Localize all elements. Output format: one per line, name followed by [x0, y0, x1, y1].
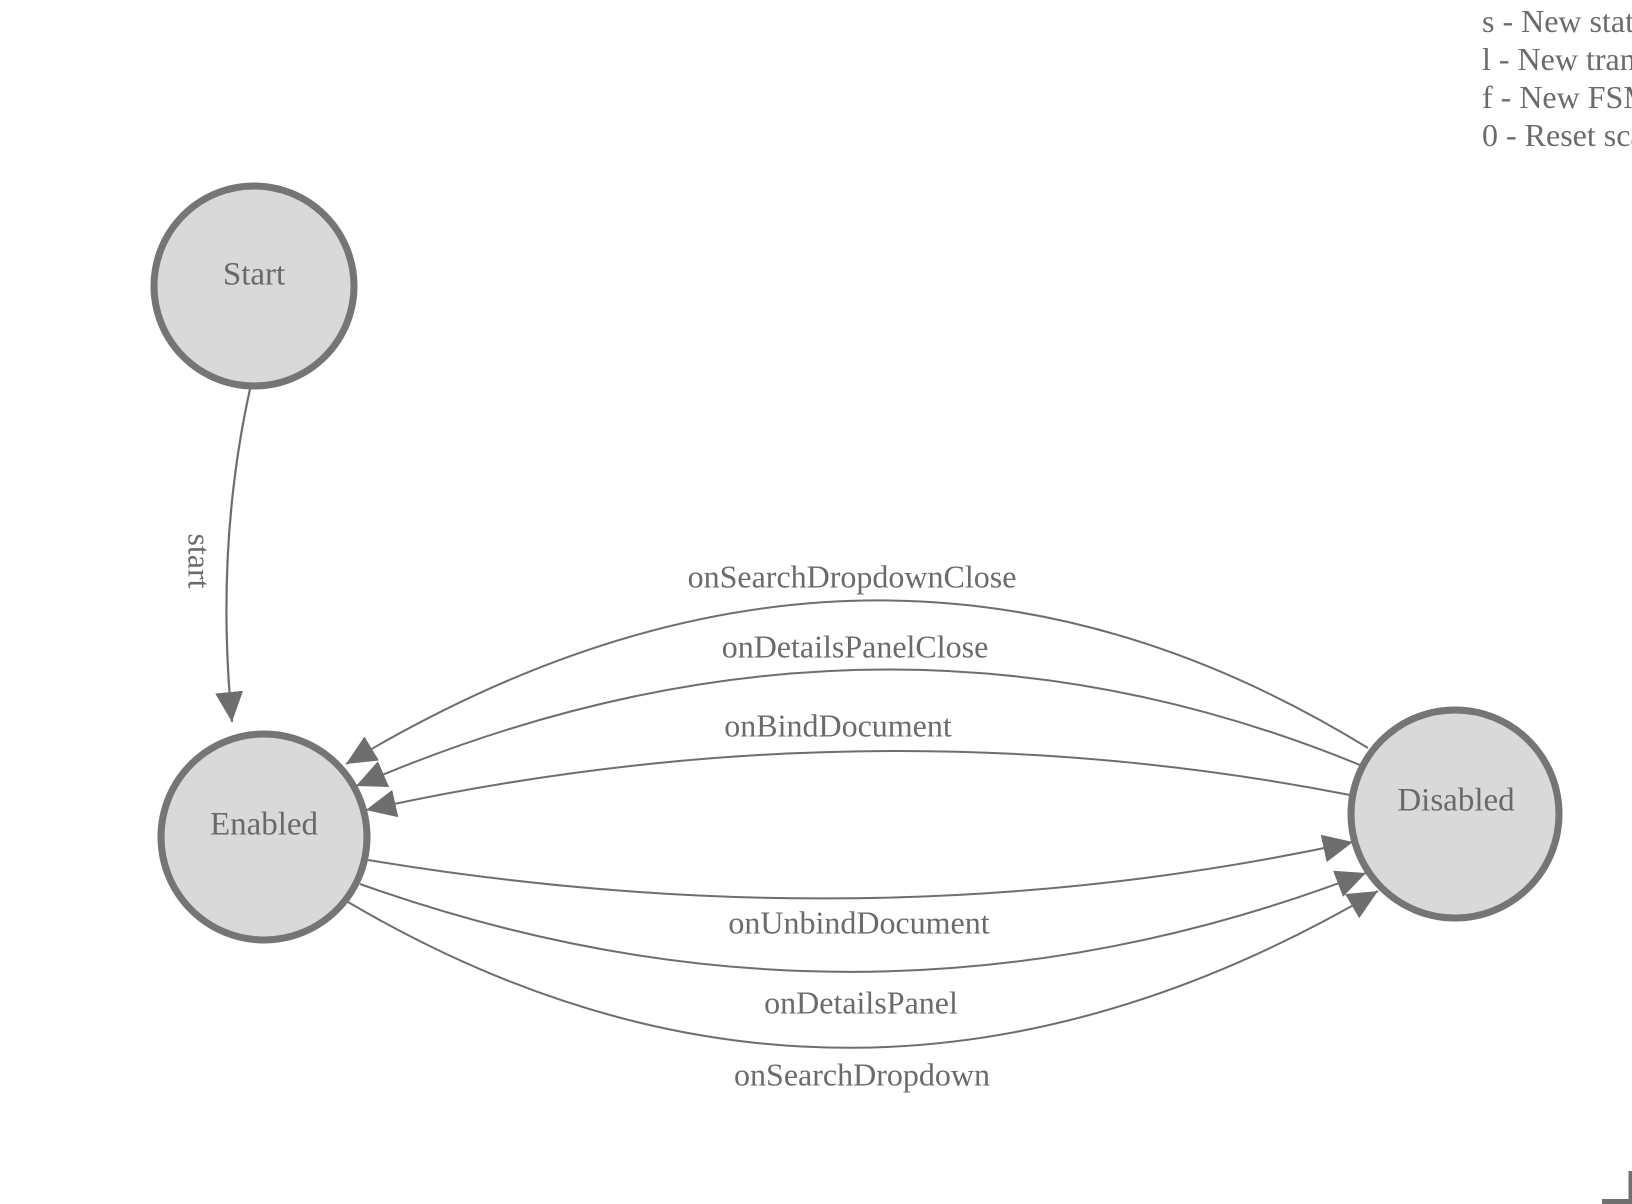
shortcut-legend: s - New state l - New transition f - New… — [1482, 2, 1632, 154]
edge-label-onbinddocument: onBindDocument — [724, 707, 952, 744]
edge-label-onunbinddocument: onUnbindDocument — [728, 904, 990, 941]
edge-onbinddocument[interactable] — [365, 749, 1351, 818]
legend-line-new-transition: l - New transition — [1482, 41, 1632, 77]
legend-line-reset-scale: 0 - Reset scale — [1482, 117, 1632, 153]
state-label-start: Start — [222, 256, 286, 293]
edge-onunbinddocument[interactable] — [367, 834, 1354, 900]
legend-line-new-state: s - New state — [1482, 3, 1632, 39]
edge-label-start: start — [181, 533, 218, 589]
edge-onsearchdropdown[interactable] — [347, 890, 1379, 1049]
edge-onsearchdropdownclose[interactable] — [345, 599, 1369, 765]
edge-label-ondetailspanel: onDetailsPanel — [764, 984, 958, 1021]
state-label-disabled: Disabled — [1397, 782, 1515, 819]
corner-bracket-horizontal — [1602, 1199, 1632, 1204]
edge-start-to-enabled[interactable] — [215, 388, 252, 723]
edge-ondetailspanel[interactable] — [359, 870, 1367, 973]
state-label-enabled: Enabled — [209, 806, 319, 843]
state-node-disabled[interactable] — [1347, 706, 1563, 922]
state-node-enabled[interactable] — [157, 730, 371, 944]
edge-label-onsearchdropdownclose: onSearchDropdownClose — [687, 558, 1017, 595]
edge-label-onsearchdropdown: onSearchDropdown — [734, 1056, 990, 1093]
state-node-start[interactable] — [150, 182, 358, 390]
edge-label-ondetailspanelclose: onDetailsPanelClose — [721, 628, 989, 665]
corner-bracket-vertical — [1628, 1171, 1632, 1204]
edge-ondetailspanelclose[interactable] — [355, 668, 1361, 787]
legend-line-new-fsm: f - New FSM — [1482, 79, 1632, 115]
